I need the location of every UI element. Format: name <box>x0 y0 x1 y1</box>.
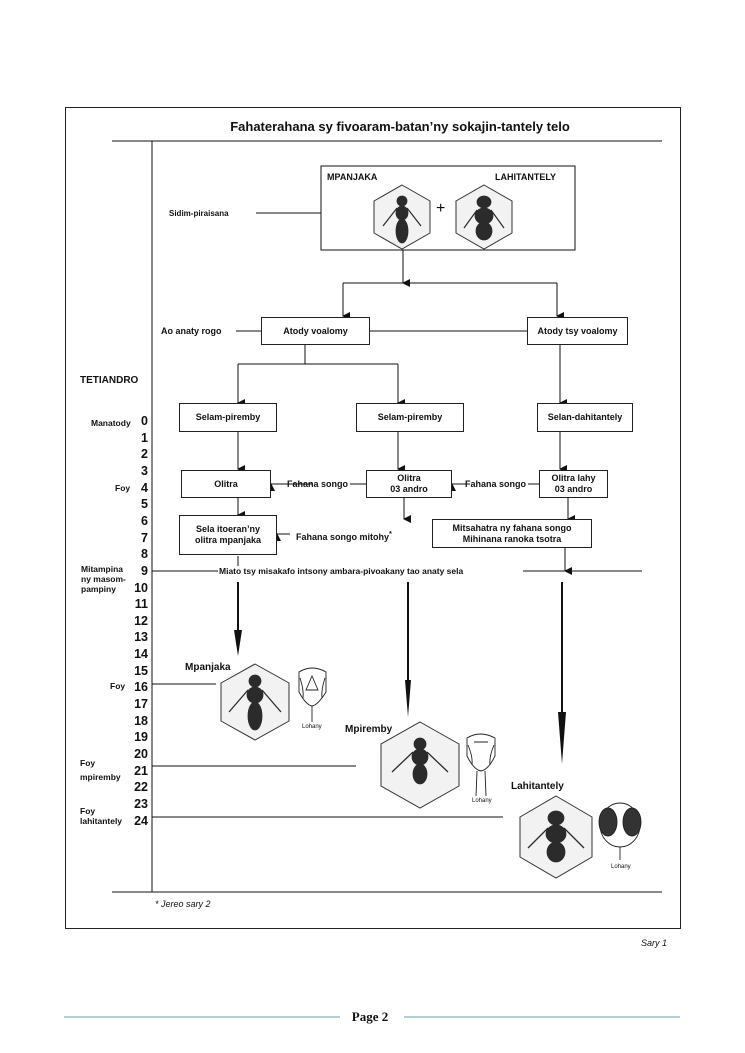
olitra-2-line-2: 03 andro <box>390 484 428 494</box>
day-2: 2 <box>141 447 148 462</box>
label-lahitantely-top: LAHITANTELY <box>495 172 557 182</box>
label-result-mpanjaka: Mpanjaka <box>185 662 231 673</box>
arrow-to-mpanjaka <box>234 582 242 656</box>
day-5: 5 <box>141 497 148 512</box>
box-atody-voalomy: Atody voalomy <box>261 317 370 345</box>
olitra-2-line-1: Olitra <box>397 473 421 483</box>
sela-itoerana-line-1: Sela itoeran’ny <box>195 524 261 534</box>
top-box <box>320 165 576 251</box>
day-24: 24 <box>134 813 148 828</box>
label-mitampina: Mitampina ny masom- pampiny <box>81 564 126 594</box>
day-15: 15 <box>134 663 148 678</box>
label-foy-21-b: mpiremby <box>80 772 121 782</box>
day-9: 9 <box>141 563 148 578</box>
day-10: 10 <box>134 580 148 595</box>
label-sidim: Sidim-piraisana <box>169 209 229 218</box>
day-22: 22 <box>134 780 148 795</box>
day-12: 12 <box>134 613 148 628</box>
day-13: 13 <box>134 630 148 645</box>
day-0: 0 <box>141 414 148 428</box>
label-ao-anaty: Ao anaty rogo <box>161 326 222 336</box>
day-18: 18 <box>134 713 148 728</box>
fahana-mitohy-text: Fahana songo mitohy <box>296 532 390 542</box>
arrow-to-lahitantely <box>558 582 566 764</box>
footnote: * Jereo sary 2 <box>155 899 211 909</box>
mitsahatra-line-2: Mihinana ranoka tsotra <box>462 533 562 544</box>
olitra-lahy-line-2: 03 andro <box>554 484 593 494</box>
day-6: 6 <box>141 513 148 528</box>
label-fahana-mitohy: Fahana songo mitohy* <box>296 529 392 542</box>
box-mitsahatra: Mitsahatra ny fahana songo Mihinana rano… <box>432 519 592 548</box>
day-7: 7 <box>141 530 148 545</box>
day-11: 11 <box>134 597 148 612</box>
label-miato: Miato tsy misakafo intsony ambara-pivoak… <box>219 566 464 576</box>
label-foy-4: Foy <box>115 483 131 493</box>
box-selan-dahitantely: Selan-dahitantely <box>537 403 633 432</box>
head-worker <box>466 733 496 772</box>
label-mpanjaka-top: MPANJAKA <box>327 172 378 182</box>
label-foy-21-a: Foy <box>80 758 96 768</box>
box-atody-tsy-voalomy: Atody tsy voalomy <box>527 317 628 345</box>
mitampina-line-2: ny masom- <box>81 574 126 584</box>
label-result-mpiremby: Mpiremby <box>345 724 393 735</box>
sela-itoerana-line-2: olitra mpanjaka <box>194 535 262 545</box>
day-20: 20 <box>134 747 148 761</box>
label-foy-24-b: lahitantely <box>80 816 123 826</box>
day-19: 19 <box>134 730 148 745</box>
arrow-to-mpiremby <box>405 582 411 717</box>
label-result-lahitantely: Lahitantely <box>511 781 564 792</box>
day-4: 4 <box>141 480 148 495</box>
label-manatody: Manatody <box>91 418 131 428</box>
mitsahatra-line-1: Mitsahatra ny fahana songo <box>452 522 572 533</box>
day-8: 8 <box>141 547 148 562</box>
plus-sign: + <box>436 200 446 217</box>
label-lohany-3: Lohany <box>611 864 631 870</box>
figure-title: Fahaterahana sy fivoaram-batan’ny sokaji… <box>230 119 570 134</box>
box-sela-itoerana: Sela itoeran’ny olitra mpanjaka <box>179 515 277 555</box>
label-fahana-songo-1: Fahana songo <box>287 479 349 489</box>
day-1: 1 <box>141 430 148 445</box>
day-23: 23 <box>134 796 148 811</box>
page-number: Page 2 <box>351 1009 389 1024</box>
olitra-lahy-line-1: Olitra lahy <box>551 473 596 483</box>
mitampina-line-1: Mitampina <box>81 564 124 574</box>
box-olitra-lahy: Olitra lahy 03 andro <box>539 470 608 498</box>
label-fahana-songo-2: Fahana songo <box>465 479 527 489</box>
day-17: 17 <box>134 697 148 712</box>
day-21: 21 <box>134 763 148 778</box>
day-3: 3 <box>141 463 148 478</box>
figure-frame <box>65 107 681 929</box>
label-lohany-1: Lohany <box>302 724 322 730</box>
mitampina-line-3: pampiny <box>81 584 116 594</box>
day-14: 14 <box>134 647 148 662</box>
box-selam-piremby-1: Selam-piremby <box>179 403 277 432</box>
figure-caption: Sary 1 <box>641 938 668 948</box>
box-selam-piremby-2: Selam-piremby <box>356 403 464 432</box>
box-olitra-2: Olitra 03 andro <box>366 470 452 498</box>
label-tetiandro: TETIANDRO <box>80 375 139 386</box>
day-16: 16 <box>134 680 148 695</box>
label-lohany-2: Lohany <box>472 798 492 804</box>
fahana-mitohy-asterisk: * <box>389 529 392 538</box>
head-queen <box>298 667 327 707</box>
box-olitra-1: Olitra <box>181 470 271 498</box>
label-foy-24-a: Foy <box>80 806 96 816</box>
label-foy-16: Foy <box>110 681 126 691</box>
